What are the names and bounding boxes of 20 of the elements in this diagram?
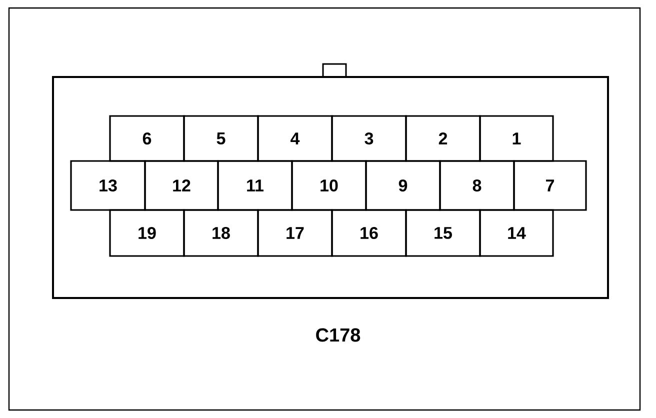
pin-cell: 15: [405, 209, 481, 257]
pin-cell: 3: [331, 115, 407, 162]
pin-cell: 17: [257, 209, 333, 257]
pin-cell: 4: [257, 115, 333, 162]
pin-cell: 6: [109, 115, 185, 162]
connector-label: C178: [316, 328, 360, 342]
pin-cell: 11: [217, 160, 293, 211]
pin-cell: 2: [405, 115, 481, 162]
pin-cell: 9: [365, 160, 441, 211]
pin-cell: 19: [109, 209, 185, 257]
pin-cell: 1: [479, 115, 554, 162]
pin-cell: 14: [479, 209, 554, 257]
pin-cell: 7: [513, 160, 587, 211]
pin-cell: 12: [144, 160, 219, 211]
pin-cell: 10: [291, 160, 367, 211]
pin-cell: 13: [70, 160, 146, 211]
pin-cell: 5: [183, 115, 259, 162]
pin-cell: 16: [331, 209, 407, 257]
pin-cell: 8: [439, 160, 515, 211]
pin-cell: 18: [183, 209, 259, 257]
